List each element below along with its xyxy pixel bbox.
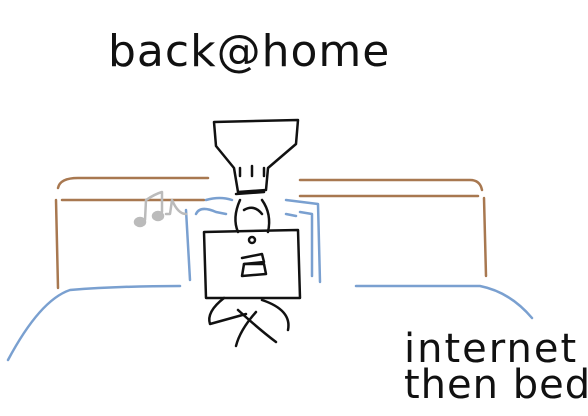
laptop (202, 228, 302, 300)
caption-line-1: internet (404, 326, 578, 372)
title-text: back@home (108, 26, 390, 77)
person-figure (208, 118, 300, 348)
couch (54, 176, 488, 290)
caption-line-2: then bed (404, 362, 588, 408)
music-note-icon (133, 190, 188, 228)
laptop-logo-icon (240, 235, 268, 278)
blanket (6, 196, 534, 362)
